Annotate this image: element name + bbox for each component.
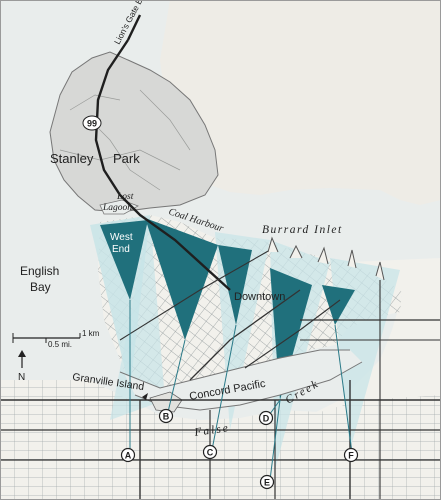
label-west: West	[110, 232, 133, 243]
south-street-grid	[0, 380, 441, 500]
label-lost: Lost	[116, 192, 134, 202]
marker-b[interactable]: B	[158, 408, 174, 424]
marker-c[interactable]: C	[202, 444, 218, 460]
granville-island-pointer	[142, 393, 148, 400]
label-burrard-inlet: Burrard Inlet	[262, 224, 343, 236]
label-false: False	[193, 422, 231, 439]
north-arrow: N	[18, 350, 26, 383]
park-trails	[59, 89, 191, 191]
marker-c-label: C	[207, 447, 214, 457]
view-cone-west-end	[100, 220, 148, 300]
marker-a-label: A	[125, 450, 132, 460]
sightline-f	[334, 324, 353, 454]
north-shore-land	[160, 0, 441, 205]
marker-b-label: B	[163, 411, 170, 421]
view-corridor-e	[330, 258, 400, 450]
north-arrow-icon	[18, 350, 26, 357]
marker-d-label: D	[263, 413, 270, 423]
label-end: End	[112, 244, 130, 255]
north-label: N	[18, 372, 25, 383]
lions-gate-bridge	[126, 14, 142, 41]
highway-99-label: 99	[87, 119, 97, 129]
stanley-park	[49, 51, 219, 213]
road-granville-street	[189, 289, 301, 381]
view-cone-1	[145, 218, 218, 340]
marker-f-label: F	[348, 450, 354, 460]
false-creek-water	[125, 350, 362, 410]
highway-99-shield: 99	[82, 115, 102, 131]
label-park: Park	[113, 151, 140, 166]
harbour-piers	[267, 236, 385, 281]
road-robson	[119, 249, 271, 341]
sightline-c	[211, 324, 237, 451]
label-downtown: Downtown	[234, 291, 285, 303]
marker-f[interactable]: F	[343, 447, 359, 463]
view-corridor-b	[110, 215, 165, 420]
false-creek-north-shore	[119, 349, 350, 389]
view-cone-4	[322, 285, 355, 325]
marker-e-label: E	[264, 477, 270, 487]
granville-island	[149, 391, 183, 413]
label-english: English	[20, 264, 59, 278]
scale-mi: 0.5 mi.	[48, 340, 72, 349]
sightline-b	[167, 339, 186, 413]
scale-km: 1 km	[82, 329, 100, 338]
label-bay: Bay	[30, 280, 51, 294]
label-lagoon: Lagoon	[102, 203, 132, 213]
road-cambie-bridge	[244, 299, 341, 369]
marker-d[interactable]: D	[258, 410, 274, 426]
sightline-e	[269, 399, 281, 481]
highway-99	[94, 39, 231, 291]
label-stanley: Stanley	[50, 151, 94, 166]
scale-bar: 1 km 0.5 mi.	[12, 329, 100, 349]
marker-a[interactable]: A	[120, 447, 136, 463]
marker-e[interactable]: E	[259, 474, 275, 490]
